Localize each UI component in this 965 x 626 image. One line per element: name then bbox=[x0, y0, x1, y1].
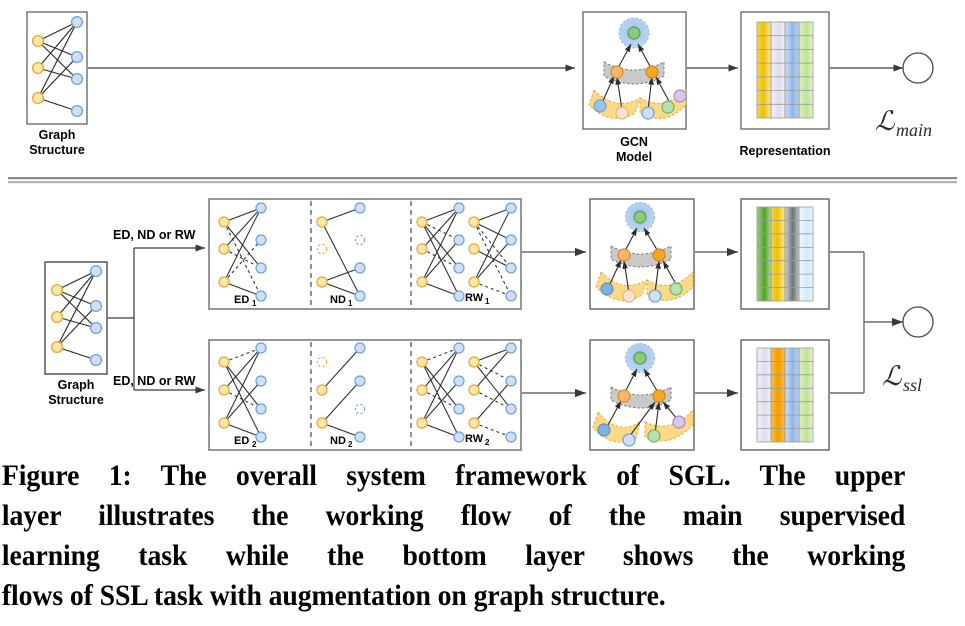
svg-text:2: 2 bbox=[485, 438, 490, 447]
representation-matrix-top bbox=[756, 21, 814, 119]
rw2-graph-b bbox=[468, 342, 517, 443]
svg-text:1: 1 bbox=[252, 299, 257, 308]
rw2-label: RW 2 bbox=[465, 433, 490, 447]
graph-structure-label-bottom-line1: Graph bbox=[58, 378, 95, 392]
rw1-graph-a bbox=[416, 202, 465, 302]
layer-divider bbox=[8, 177, 957, 184]
caption-line-2: layer illustrates the working flow of th… bbox=[1, 500, 906, 532]
loss-main-label: ℒ main bbox=[875, 106, 932, 140]
svg-text:ND: ND bbox=[330, 294, 346, 306]
representation-box-top bbox=[740, 11, 830, 130]
representation-matrix-view1 bbox=[756, 206, 814, 302]
lower-ssl-flow: Graph Structure ED, ND or RW ED, ND or R… bbox=[44, 198, 934, 451]
caption-line-3: learning task while the bottom layer sho… bbox=[1, 540, 906, 572]
augmentation-box-view2: ED 2 ND 2 bbox=[208, 339, 522, 451]
nd2-graph bbox=[316, 342, 366, 443]
svg-text:ED: ED bbox=[234, 435, 249, 447]
svg-text:1: 1 bbox=[485, 297, 490, 306]
representation-matrix-view2 bbox=[756, 347, 814, 443]
svg-text:RW: RW bbox=[465, 433, 484, 445]
ed1-graph bbox=[218, 202, 267, 302]
svg-text:2: 2 bbox=[252, 440, 257, 449]
loss-ssl-subscript: ssl bbox=[903, 375, 922, 395]
user-nodes-top bbox=[31, 34, 45, 105]
ed2-graph bbox=[218, 342, 267, 443]
gcn-model-box-view1 bbox=[589, 198, 695, 310]
aug-choice-label-top: ED, ND or RW bbox=[113, 228, 196, 242]
rw2-graph-a bbox=[416, 342, 465, 443]
nd1-graph bbox=[316, 202, 366, 302]
gcn-model-box-view2 bbox=[589, 339, 695, 451]
caption-line-4: flows of SSL task with augmentation on g… bbox=[1, 580, 666, 612]
svg-text:1: 1 bbox=[348, 299, 353, 308]
svg-text:2: 2 bbox=[348, 440, 353, 449]
representation-box-view2 bbox=[740, 339, 830, 451]
ed1-label: ED 1 bbox=[234, 294, 257, 308]
figure-diagram: Graph Structure bbox=[8, 11, 957, 451]
gcn-model-label-top-line1: GCN bbox=[620, 135, 648, 149]
caption-line-1: Figure 1: The overall system framework o… bbox=[1, 460, 906, 492]
svg-text:ED: ED bbox=[234, 294, 249, 306]
aug-choice-label-bottom: ED, ND or RW bbox=[113, 374, 196, 388]
loss-main-subscript: main bbox=[896, 120, 932, 140]
upper-supervised-flow: Graph Structure bbox=[26, 11, 934, 164]
loss-ssl-node bbox=[902, 306, 934, 338]
graph-structure-box-bottom bbox=[44, 261, 108, 375]
rw1-label: RW 1 bbox=[465, 292, 490, 306]
item-nodes-top bbox=[70, 15, 84, 118]
graph-structure-label-top-line1: Graph bbox=[39, 128, 76, 142]
gcn-model-box-top bbox=[582, 11, 687, 130]
representation-box-view1 bbox=[740, 198, 830, 310]
svg-text:RW: RW bbox=[465, 292, 484, 304]
loss-ssl-symbol: ℒ bbox=[882, 361, 902, 391]
augmentation-box-view1: ED 1 ND 1 bbox=[208, 198, 522, 310]
bipartite-graph-top bbox=[37, 21, 78, 112]
loss-ssl-label: ℒ ssl bbox=[882, 361, 922, 395]
branch-split-lines bbox=[108, 244, 205, 394]
merge-lines-to-ssl-loss bbox=[830, 251, 903, 394]
rw1-graph-b bbox=[468, 202, 517, 302]
svg-text:ND: ND bbox=[330, 435, 346, 447]
gcn-model-label-top-line2: Model bbox=[616, 150, 652, 164]
graph-structure-label-bottom-line2: Structure bbox=[48, 393, 104, 407]
ed2-label: ED 2 bbox=[234, 435, 257, 449]
loss-main-symbol: ℒ bbox=[875, 106, 895, 136]
gcn-top-root-node bbox=[627, 26, 641, 40]
nd2-label: ND 2 bbox=[330, 435, 353, 449]
representation-label-top: Representation bbox=[740, 144, 831, 158]
figure-caption: Figure 1: The overall system framework o… bbox=[0, 456, 907, 626]
loss-main-node bbox=[902, 52, 934, 84]
graph-structure-box-top bbox=[26, 11, 88, 125]
graph-structure-label-top-line2: Structure bbox=[29, 143, 85, 157]
nd1-label: ND 1 bbox=[330, 294, 353, 308]
